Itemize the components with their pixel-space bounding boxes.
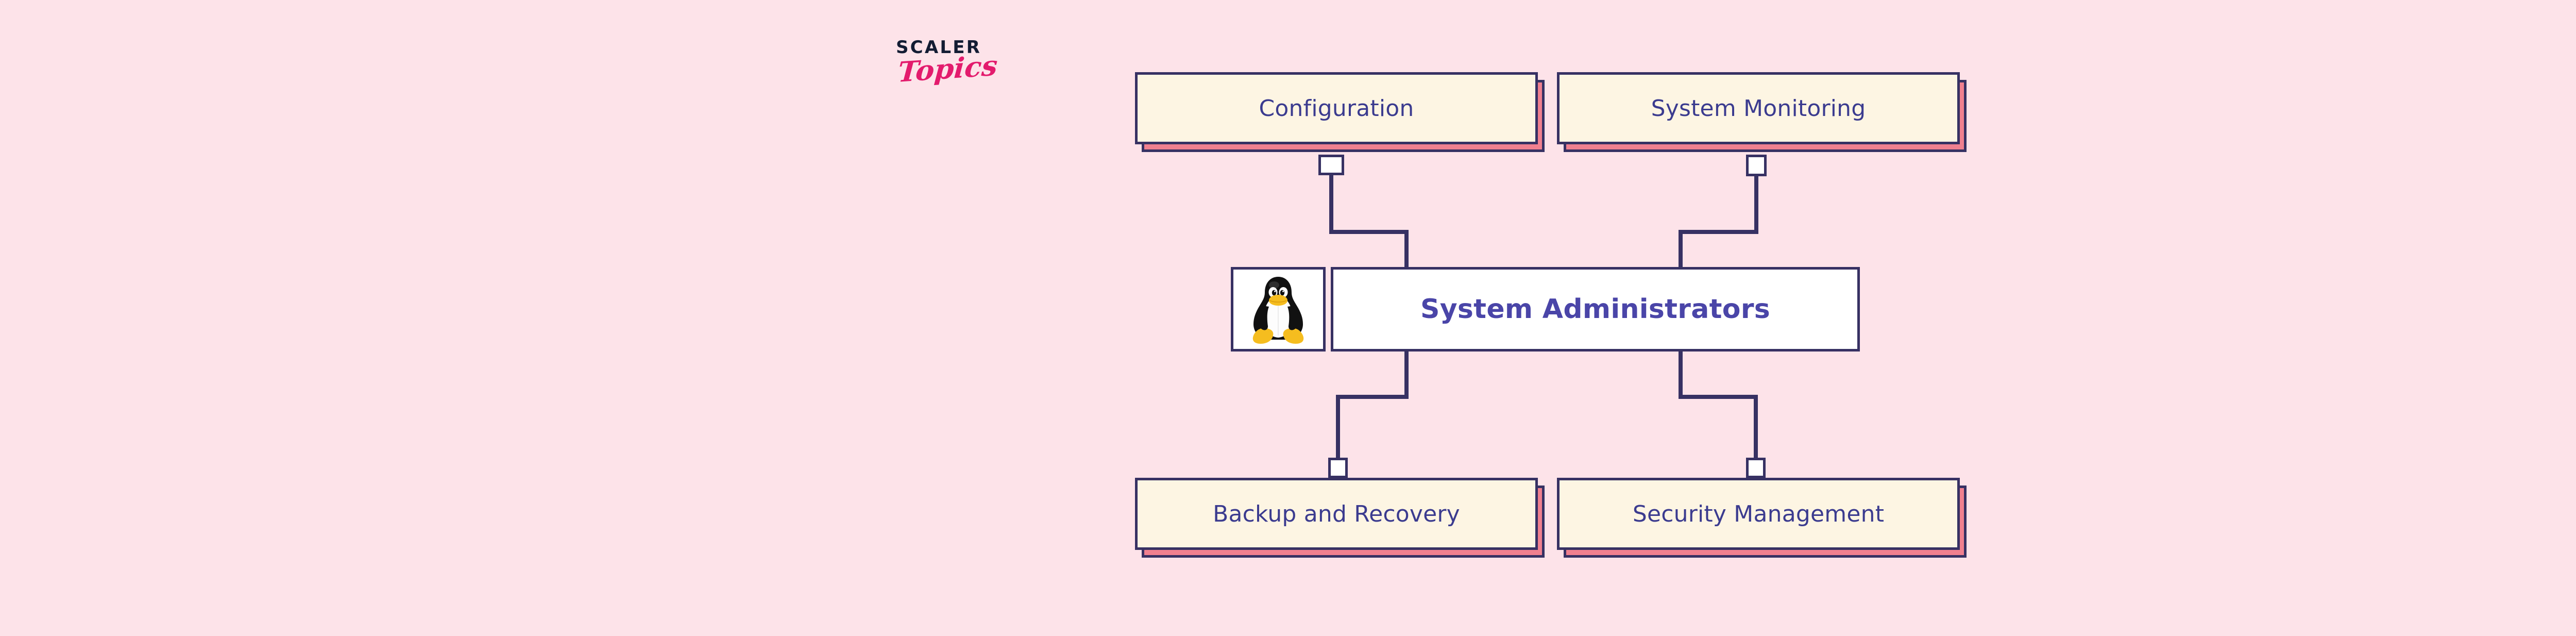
- node-system-monitoring[interactable]: System Monitoring: [1557, 72, 1960, 144]
- connector-port-backup-recovery: [1328, 458, 1348, 478]
- tux-linux-penguin-icon: [1231, 267, 1326, 352]
- connector-port-system-monitoring: [1746, 155, 1767, 176]
- logo-scaler-text: SCALER: [896, 37, 982, 58]
- connector-security-management: [1679, 352, 1758, 458]
- node-system-administrators[interactable]: System Administrators: [1331, 267, 1860, 352]
- node-configuration[interactable]: Configuration: [1135, 72, 1538, 144]
- node-system-monitoring-label: System Monitoring: [1651, 95, 1866, 122]
- connector-port-security-management: [1746, 458, 1766, 478]
- tux-linux-penguin-glyph: [1252, 277, 1304, 344]
- connector-configuration: [1329, 175, 1409, 267]
- node-system-administrators-label: System Administrators: [1420, 294, 1771, 325]
- scaler-topics-logo: SCALER Topics: [896, 39, 1030, 126]
- connector-backup-recovery: [1336, 352, 1409, 458]
- node-backup-recovery[interactable]: Backup and Recovery: [1135, 478, 1538, 550]
- node-configuration-label: Configuration: [1259, 95, 1414, 122]
- node-security-management-label: Security Management: [1632, 500, 1885, 527]
- node-security-management[interactable]: Security Management: [1557, 478, 1960, 550]
- node-backup-recovery-label: Backup and Recovery: [1213, 500, 1460, 527]
- connector-system-monitoring: [1679, 176, 1758, 267]
- connector-port-configuration: [1318, 155, 1344, 175]
